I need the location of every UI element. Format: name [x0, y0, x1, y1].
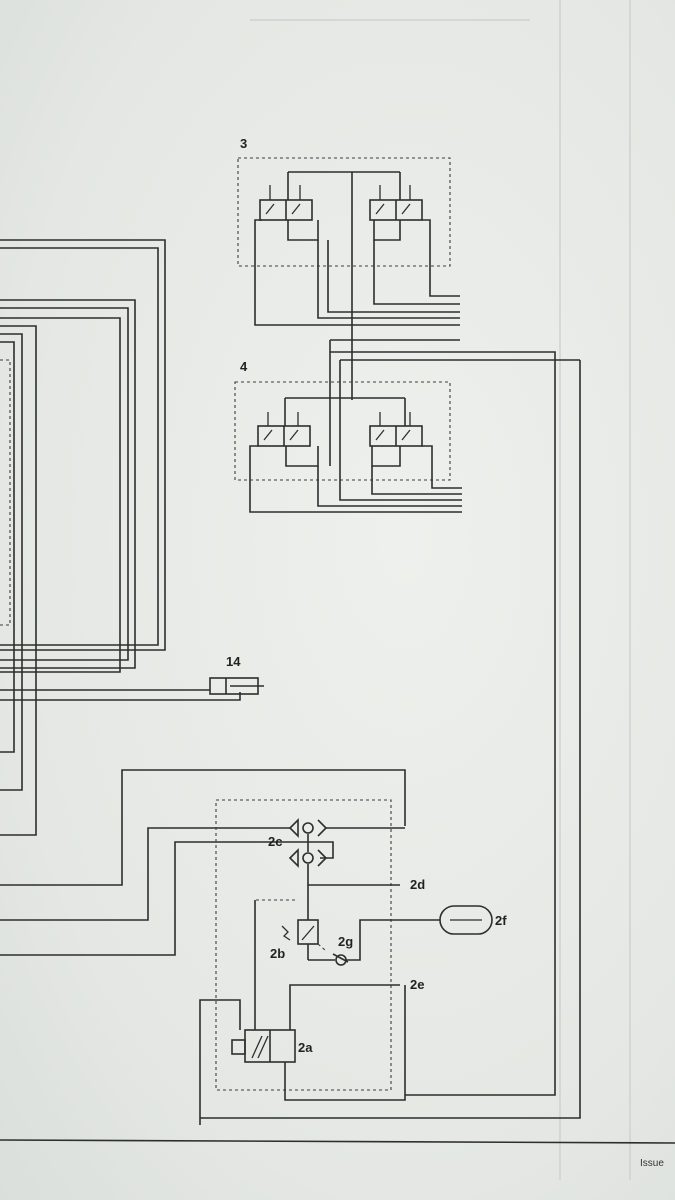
check-valve-2c [288, 818, 405, 868]
valve-block-3-enclosure [237, 157, 451, 267]
footer-issue: Issue [640, 1158, 664, 1169]
label-2e: 2e [410, 977, 424, 992]
accumulator-2f [439, 905, 493, 935]
relief-valve-2b [254, 885, 326, 960]
label-14: 14 [226, 654, 241, 669]
lower-left-pipes [0, 769, 406, 956]
label-2d: 2d [410, 877, 425, 892]
show-through-background [250, 0, 631, 1180]
cylinder-14 [209, 677, 264, 695]
label-4: 4 [240, 359, 248, 374]
return-lines [199, 360, 581, 1125]
check-valve-2g [308, 919, 440, 966]
manifold-line-return [330, 351, 556, 368]
left-pipe-loops [0, 239, 166, 836]
label-3: 3 [240, 136, 247, 151]
line-2e [289, 984, 400, 1030]
valve-block-3 [254, 171, 460, 330]
group-2-enclosure [215, 799, 392, 1091]
label-2g: 2g [338, 934, 353, 949]
label-2b: 2b [270, 946, 285, 961]
page-bottom-rule [0, 1139, 675, 1144]
directional-valve-2a [231, 985, 406, 1101]
valve-block-4-enclosure [234, 381, 451, 481]
valve-block-4 [249, 340, 462, 513]
line-2d [307, 864, 400, 886]
label-2a: 2a [298, 1040, 313, 1055]
label-2f: 2f [495, 913, 507, 928]
label-2c: 2c [268, 834, 282, 849]
